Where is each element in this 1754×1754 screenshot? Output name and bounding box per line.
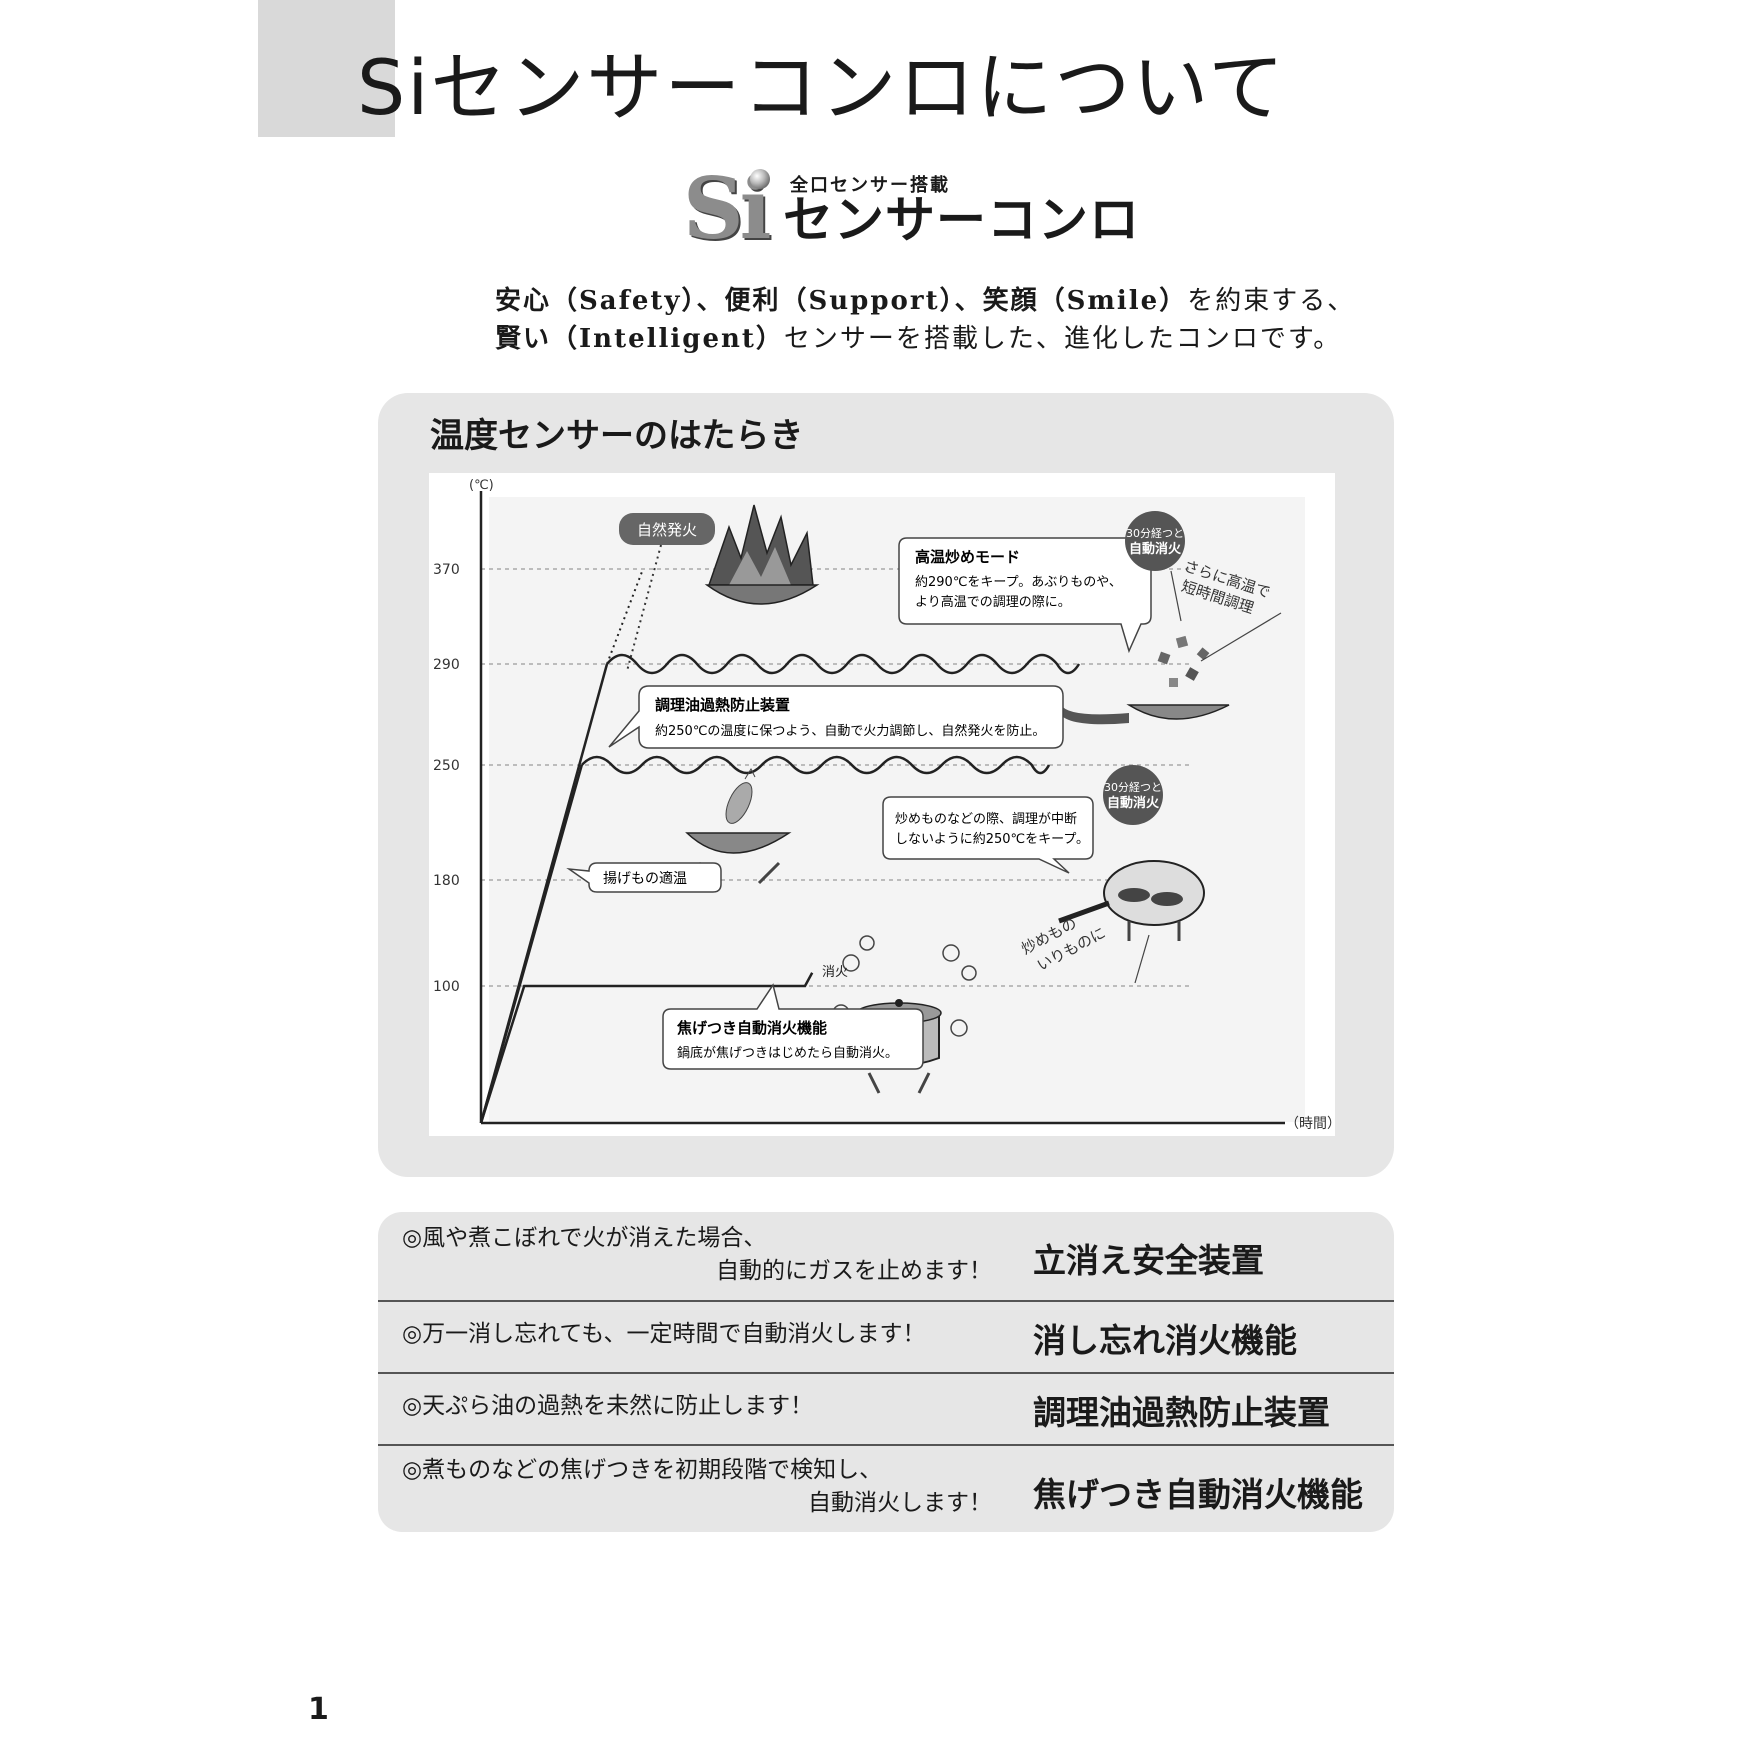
wave-250-line — [580, 755, 1051, 775]
x-axis-unit: （時間） — [1285, 1116, 1335, 1132]
feature-description: ◎風や煮こぼれで火が消えた場合、 自動的にガスを止めます！ — [402, 1222, 992, 1289]
logo-wordmark: センサーコンロ — [783, 191, 1140, 249]
feature-name: 立消え安全装置 — [1033, 1241, 1264, 1280]
corner-tab — [258, 0, 395, 137]
badge1-line2: 自動消火 — [1129, 541, 1182, 557]
logo-dot-icon — [750, 169, 770, 189]
temperature-chart-svg: 370 290 250 180 100 (℃) （時間） — [433, 478, 1335, 1132]
auto-off-badge-1 — [1125, 511, 1185, 571]
scorch-text: 鍋底が焦げつきはじめたら自動消火。 — [677, 1045, 898, 1061]
oil-title: 調理油過熱防止装置 — [655, 696, 790, 714]
temperature-chart: 370 290 250 180 100 (℃) （時間） — [429, 473, 1335, 1136]
feature-desc-line1: ◎煮ものなどの焦げつきを初期段階で検知し、 — [402, 1457, 883, 1483]
intro-line-1: 安心（Safety）、便利（Support）、笑顔（Smile）を約束する、 — [495, 280, 1355, 317]
badge2-line2: 自動消火 — [1107, 795, 1160, 811]
ignition-label: 自然発火 — [637, 521, 697, 539]
scorch-callout: 焦げつき自動消火機能 鍋底が焦げつきはじめたら自動消火。 — [662, 983, 924, 1070]
feature-row: ◎煮ものなどの焦げつきを初期段階で検知し、 自動消火します！ 焦げつき自動消火機… — [378, 1444, 1394, 1532]
aside-hot-tick-1 — [1170, 570, 1182, 622]
intro-keyword-intelligent: 賢い — [495, 324, 552, 354]
sensor-section-title: 温度センサーのはたらき — [430, 416, 804, 456]
frying-pan-icon — [1058, 860, 1205, 941]
high-mode-text-1: 約290℃をキープ。あぶりものや、 — [915, 575, 1122, 590]
feature-name: 調理油過熱防止装置 — [1033, 1393, 1330, 1432]
fire-pan-icon — [704, 504, 820, 605]
extinguish-label: 消火 — [822, 965, 848, 980]
features-table: ◎風や煮こぼれで火が消えた場合、 自動的にガスを止めます！ 立消え安全装置 ◎万… — [378, 1212, 1394, 1532]
y-axis-unit: (℃) — [469, 478, 494, 493]
high-mode-title: 高温炒めモード — [915, 548, 1020, 566]
ignition-dotted-line — [626, 544, 662, 672]
y-tick-label: 250 — [433, 758, 460, 774]
wok-pan-icon — [1059, 635, 1230, 725]
intro-text-evolved: センサーを搭載した、進化したコンロです。 — [783, 324, 1342, 354]
feature-desc-line1: ◎万一消し忘れても、一定時間で自動消火します！ — [402, 1321, 926, 1347]
feature-row: ◎風や煮こぼれで火が消えた場合、 自動的にガスを止めます！ 立消え安全装置 — [378, 1212, 1394, 1300]
feature-desc-line1: ◎天ぷら油の過熱を未然に防止します！ — [402, 1393, 814, 1419]
logo-tagline: 全口センサー搭載 — [790, 175, 950, 196]
intro-line-2: 賢い（Intelligent）センサーを搭載した、進化したコンロです。 — [495, 318, 1341, 355]
fry-label: 揚げもの適温 — [603, 870, 687, 887]
feature-description: ◎万一消し忘れても、一定時間で自動消火します！ — [402, 1318, 926, 1351]
intro-keyword-smile: 笑顔 — [982, 286, 1039, 316]
intro-safety-en: （Safety）、 — [551, 286, 725, 316]
temperature-curve — [606, 568, 644, 665]
intro-smile-en: （Smile） — [1038, 286, 1188, 316]
frying-temp-callout: 揚げもの適温 — [566, 862, 722, 893]
high-mode-text-2: より高温での調理の際に。 — [915, 594, 1071, 610]
feature-description: ◎煮ものなどの焦げつきを初期段階で検知し、 自動消火します！ — [402, 1454, 992, 1521]
feature-desc-line2: 自動消火します！ — [808, 1490, 992, 1517]
feature-row: ◎万一消し忘れても、一定時間で自動消火します！ 消し忘れ消火機能 — [378, 1300, 1394, 1372]
y-tick-label: 100 — [433, 979, 460, 995]
oil-text: 約250℃の温度に保つよう、自動で火力調節し、自然発火を防止。 — [655, 723, 1045, 739]
page-title: Siセンサーコンロについて — [357, 43, 1287, 132]
feature-name: 消し忘れ消火機能 — [1033, 1321, 1297, 1360]
y-tick-label: 180 — [433, 873, 460, 889]
badge1-line1: 30分経つと — [1126, 527, 1184, 540]
stirfry-text-2: しないように約250℃をキープ。 — [895, 832, 1089, 847]
intro-intelligent-en: （Intelligent） — [551, 324, 784, 354]
aside-hot-tick-2 — [1200, 612, 1282, 662]
y-tick-label: 370 — [433, 562, 460, 578]
auto-off-badge-2 — [1103, 765, 1163, 825]
temperature-curve — [479, 764, 584, 1124]
wave-290-line — [606, 653, 1081, 675]
intro-text-promise: を約束する、 — [1187, 286, 1356, 316]
feature-row: ◎天ぷら油の過熱を未然に防止します！ 調理油過熱防止装置 — [378, 1372, 1394, 1444]
feature-desc-line1: ◎風や煮こぼれで火が消えた場合、 — [402, 1225, 767, 1251]
page-number: 1 — [308, 1692, 329, 1727]
aside-stir-tick — [1134, 934, 1150, 984]
intro-keyword-safety: 安心 — [495, 286, 552, 316]
intro-keyword-support: 便利 — [724, 286, 781, 316]
stirfry-text-1: 炒めものなどの際、調理が中断 — [895, 812, 1077, 827]
feature-description: ◎天ぷら油の過熱を未然に防止します！ — [402, 1390, 813, 1423]
intro-support-en: （Support）、 — [780, 286, 983, 316]
temperature-curve — [479, 972, 814, 1124]
stirfry-callout: 炒めものなどの際、調理が中断 しないように約250℃をキープ。 — [882, 796, 1094, 874]
oil-overheat-callout: 調理油過熱防止装置 約250℃の温度に保つよう、自動で火力調節し、自然発火を防止… — [608, 685, 1064, 749]
y-tick-label: 290 — [433, 657, 460, 673]
feature-desc-line2: 自動的にガスを止めます！ — [716, 1258, 992, 1285]
ignition-badge — [619, 513, 715, 545]
si-sensor-logo: Si 全口センサー搭載 センサーコンロ — [683, 163, 1139, 258]
scorch-title: 焦げつき自動消火機能 — [676, 1019, 827, 1037]
feature-name: 焦げつき自動消火機能 — [1033, 1475, 1363, 1514]
badge2-line1: 30分経つと — [1104, 781, 1162, 794]
